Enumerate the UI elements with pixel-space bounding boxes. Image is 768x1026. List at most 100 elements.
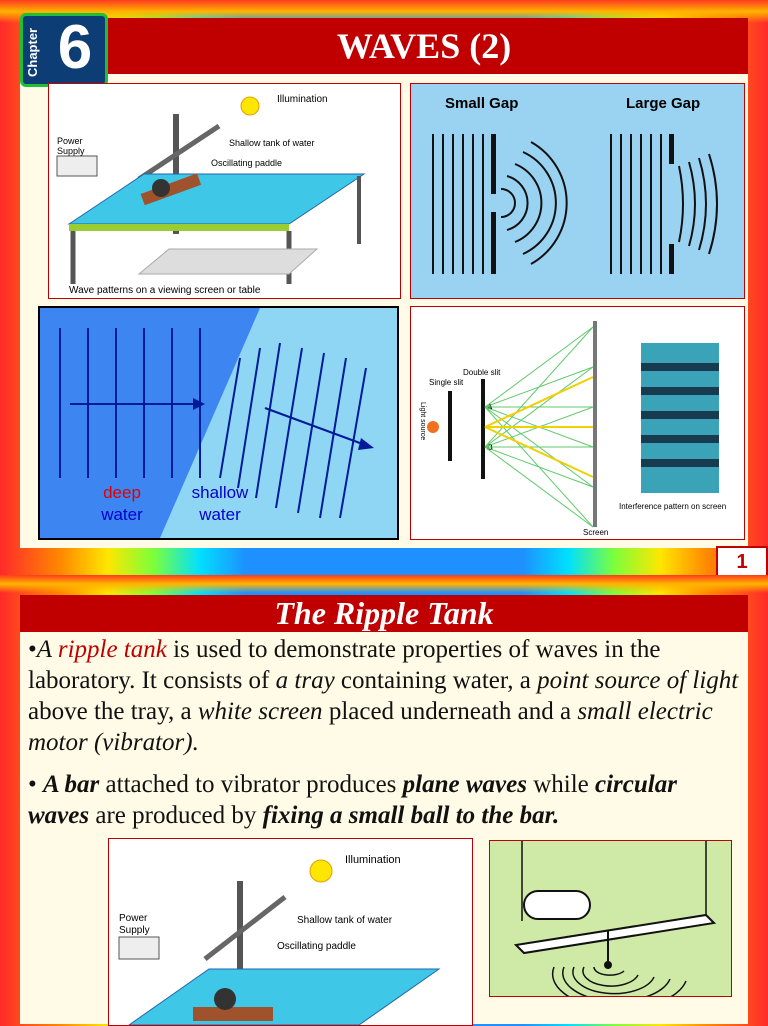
slide-1: WAVES (2) Chapter 6 Illumination Power S… (0, 0, 768, 578)
bullet-paragraph-1: •A ripple tank is used to demonstrate pr… (28, 634, 744, 758)
chapter-badge: Chapter 6 (20, 13, 108, 87)
p2-circular-waves: circular waves (28, 771, 677, 829)
p2-fixing-ball: fixing a small ball to the bar. (262, 802, 560, 829)
power-label-1: Power (57, 136, 83, 146)
slide-1-title-bar: WAVES (2) (100, 18, 748, 74)
motor-2 (214, 988, 236, 1010)
ripple-tank-diagram-2: Illumination Power Supply Shallow tank o… (108, 838, 473, 1026)
p1-white-screen: white screen (197, 698, 323, 725)
p2-b6: are produced by (89, 802, 263, 829)
illumination-label-2: Illumination (345, 854, 401, 866)
p1-a5: containing water, a (334, 667, 538, 694)
incident-arrowhead (193, 398, 205, 410)
double-slit (481, 379, 485, 479)
p1-ripple-tank: ripple tank (57, 636, 167, 663)
small-gap-circular (500, 141, 568, 265)
stand-pole-2 (237, 881, 243, 1025)
p2-b4: while (526, 771, 595, 798)
refraction-diagram: deep water shallow water (38, 306, 399, 540)
interference-diagram: Light source Single slit Double slit A B… (410, 306, 745, 540)
paddle (140, 173, 202, 206)
double-slit-label: Double slit (463, 368, 501, 377)
p1-point-source: point source of light (537, 667, 739, 694)
dark-fringes (641, 363, 719, 467)
interference-svg: Light source Single slit Double slit A B… (419, 321, 726, 537)
bullet-1: • (28, 636, 37, 663)
viewing-screen (137, 248, 319, 275)
refraction-svg: deep water shallow water (40, 308, 374, 538)
bulb-icon (240, 96, 260, 116)
ball (604, 961, 612, 969)
diffraction-svg: Small Gap Large Gap (432, 95, 718, 274)
motor-cylinder (523, 890, 591, 920)
paddle-label-2: Oscillating paddle (277, 941, 356, 952)
pattern-label: Interference pattern on screen (619, 502, 726, 511)
refracted-ray (264, 407, 369, 447)
ripple-tank-diagram-1: Illumination Power Supply Shallow tank o… (48, 83, 401, 299)
large-gap-barrier-bottom (669, 244, 674, 274)
light-source-icon (427, 421, 439, 433)
power-supply-box (56, 155, 98, 177)
deep-label-2: water (100, 505, 143, 524)
shallow-label-2: water (198, 505, 241, 524)
p1-a3: is used to demonstrate properties of wav… (28, 636, 661, 694)
single-slit-label: Single slit (429, 378, 464, 387)
tank-frame (69, 224, 289, 231)
bullet-paragraph-2: • A bar attached to vibrator produces pl… (28, 769, 744, 831)
shallow-wavefronts (219, 342, 367, 519)
large-gap-wavefronts (610, 134, 662, 274)
p2-plane-waves: plane waves (402, 771, 527, 798)
antinodal-lines (484, 376, 594, 478)
large-gap-waves (678, 153, 718, 255)
chapter-number: 6 (57, 13, 93, 82)
bar (513, 913, 717, 955)
diffraction-diagram: Small Gap Large Gap (410, 83, 745, 299)
circular-ripples (551, 966, 687, 996)
power-label-2: Supply (57, 146, 85, 156)
small-gap-label: Small Gap (445, 95, 518, 112)
arm (137, 123, 221, 182)
bullet-2: • (28, 771, 44, 798)
ripple-tank-svg-2: Illumination Power Supply Shallow tank o… (118, 854, 441, 1025)
tank-water-2 (128, 968, 441, 1025)
bulb-icon-2 (309, 859, 333, 883)
chapter-label: Chapter (25, 27, 40, 77)
page-number: 1 (716, 546, 768, 578)
screen-bar (593, 321, 597, 527)
p1-a9: placed underneath and a (322, 698, 578, 725)
arm-2 (203, 895, 287, 961)
small-gap-wavefronts (432, 134, 484, 274)
screen-label: Screen (583, 528, 608, 537)
ripple-tank-svg-1: Illumination Power Supply Shallow tank o… (56, 94, 366, 296)
paddle-label: Oscillating paddle (211, 158, 282, 168)
vibrator-diagram (489, 840, 732, 997)
p1-a-tray: a tray (275, 667, 335, 694)
motor (152, 179, 170, 197)
large-gap-barrier-top (669, 134, 674, 164)
p2-b2: attached to vibrator produces (99, 771, 403, 798)
power-supply-box-2 (118, 936, 160, 960)
shallow-tank-label: Shallow tank of water (229, 138, 315, 148)
slide-2: The Ripple Tank •A ripple tank is used t… (0, 575, 768, 1026)
slide-1-title: WAVES (2) (336, 26, 512, 66)
deep-label-1: deep (103, 483, 141, 502)
paddle-2 (193, 1007, 273, 1021)
refracted-arrowhead (358, 438, 374, 450)
viewing-label: Wave patterns on a viewing screen or tab… (69, 285, 261, 296)
light-source-label: Light source (419, 402, 426, 440)
power-label-2b: Supply (119, 925, 150, 936)
p1-a1: A (36, 636, 58, 663)
slide-2-title-bar: The Ripple Tank (20, 595, 748, 632)
tank-water (67, 173, 366, 225)
p1-motor: small electric motor (vibrator). (28, 698, 713, 756)
small-gap-barrier-bottom (491, 212, 496, 274)
shallow-tank-label-2: Shallow tank of water (297, 915, 393, 926)
slide-2-title: The Ripple Tank (274, 595, 494, 631)
small-gap-barrier-top (491, 134, 496, 194)
p1-a7: above the tray, a (28, 698, 198, 725)
p2-a-bar: A bar (43, 771, 100, 798)
vibrator-svg (513, 841, 717, 996)
illumination-label: Illumination (277, 94, 328, 105)
single-slit (448, 391, 452, 461)
deep-water-region (40, 308, 260, 538)
